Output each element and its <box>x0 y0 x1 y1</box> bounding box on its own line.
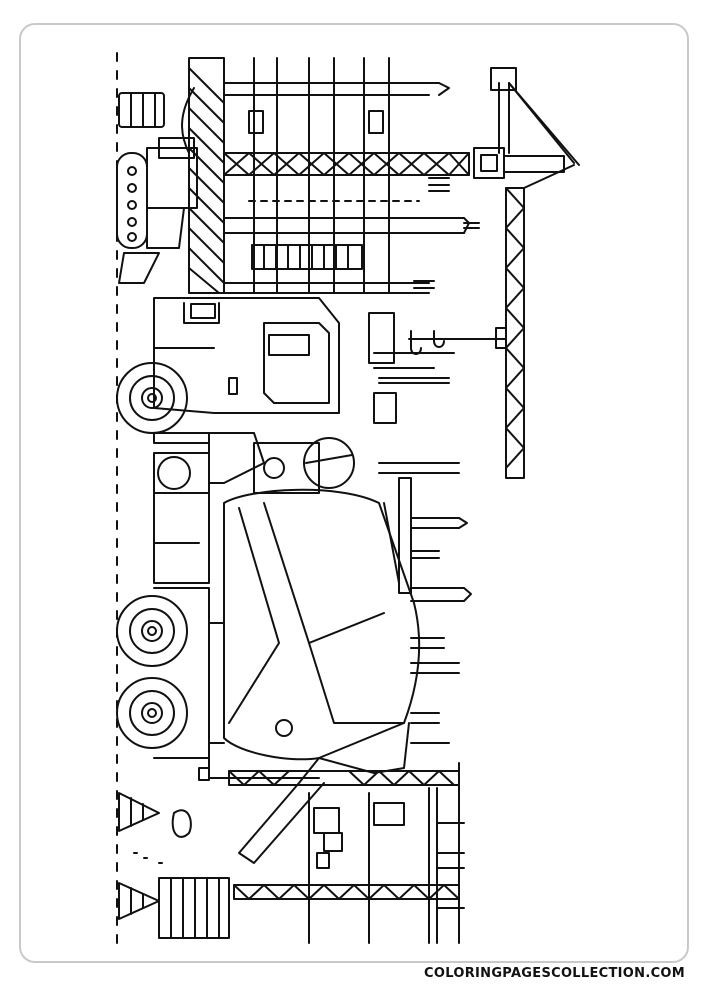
cement-mixer-truck <box>116 297 421 864</box>
watermark-text: COLORINGPAGESCOLLECTION.COM <box>424 966 685 981</box>
hatched-earth <box>181 57 225 294</box>
crawler-machine <box>116 137 198 284</box>
pallet <box>158 877 230 939</box>
coloring-illustration <box>116 52 580 944</box>
scaffolding <box>368 312 472 744</box>
tower-crane <box>223 67 580 479</box>
building-frame <box>223 57 480 294</box>
barrel-stack <box>118 92 165 128</box>
traffic-cones <box>118 792 192 920</box>
bottom-girders <box>228 762 465 944</box>
